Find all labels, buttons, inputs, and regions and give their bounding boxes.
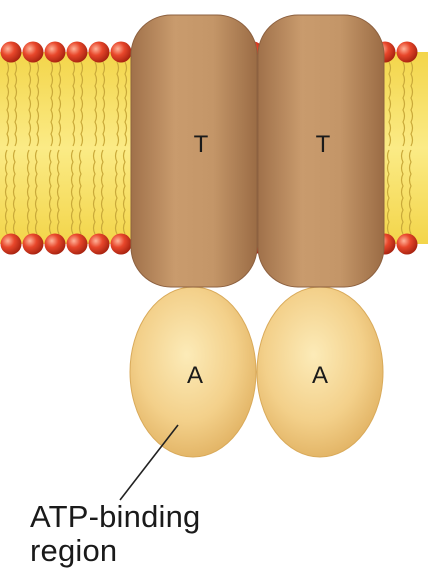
atpase-label-right: A xyxy=(312,362,328,389)
atpase-label-left: A xyxy=(187,362,203,389)
callout-line-2: region xyxy=(30,534,201,568)
callout-line-1: ATP-binding xyxy=(30,500,201,534)
atp-binding-region-callout: ATP-binding region xyxy=(30,500,201,568)
lipid-head xyxy=(1,234,22,255)
lipid-head xyxy=(89,42,110,63)
lipid-head xyxy=(89,234,110,255)
lipid-head xyxy=(397,234,418,255)
lipid-head xyxy=(111,42,132,63)
lipid-head xyxy=(67,234,88,255)
transmembrane-domains xyxy=(131,15,384,287)
callout-leader-line xyxy=(120,425,178,500)
transmembrane-label-left: T xyxy=(194,131,209,158)
transmembrane-label-right: T xyxy=(316,131,331,158)
lipid-head xyxy=(23,234,44,255)
lipid-head xyxy=(45,42,66,63)
atpase-domains xyxy=(130,287,383,457)
lipid-head xyxy=(67,42,88,63)
lipid-head xyxy=(45,234,66,255)
lipid-head xyxy=(111,234,132,255)
lipid-head xyxy=(397,42,418,63)
lipid-head xyxy=(23,42,44,63)
lipid-head xyxy=(1,42,22,63)
